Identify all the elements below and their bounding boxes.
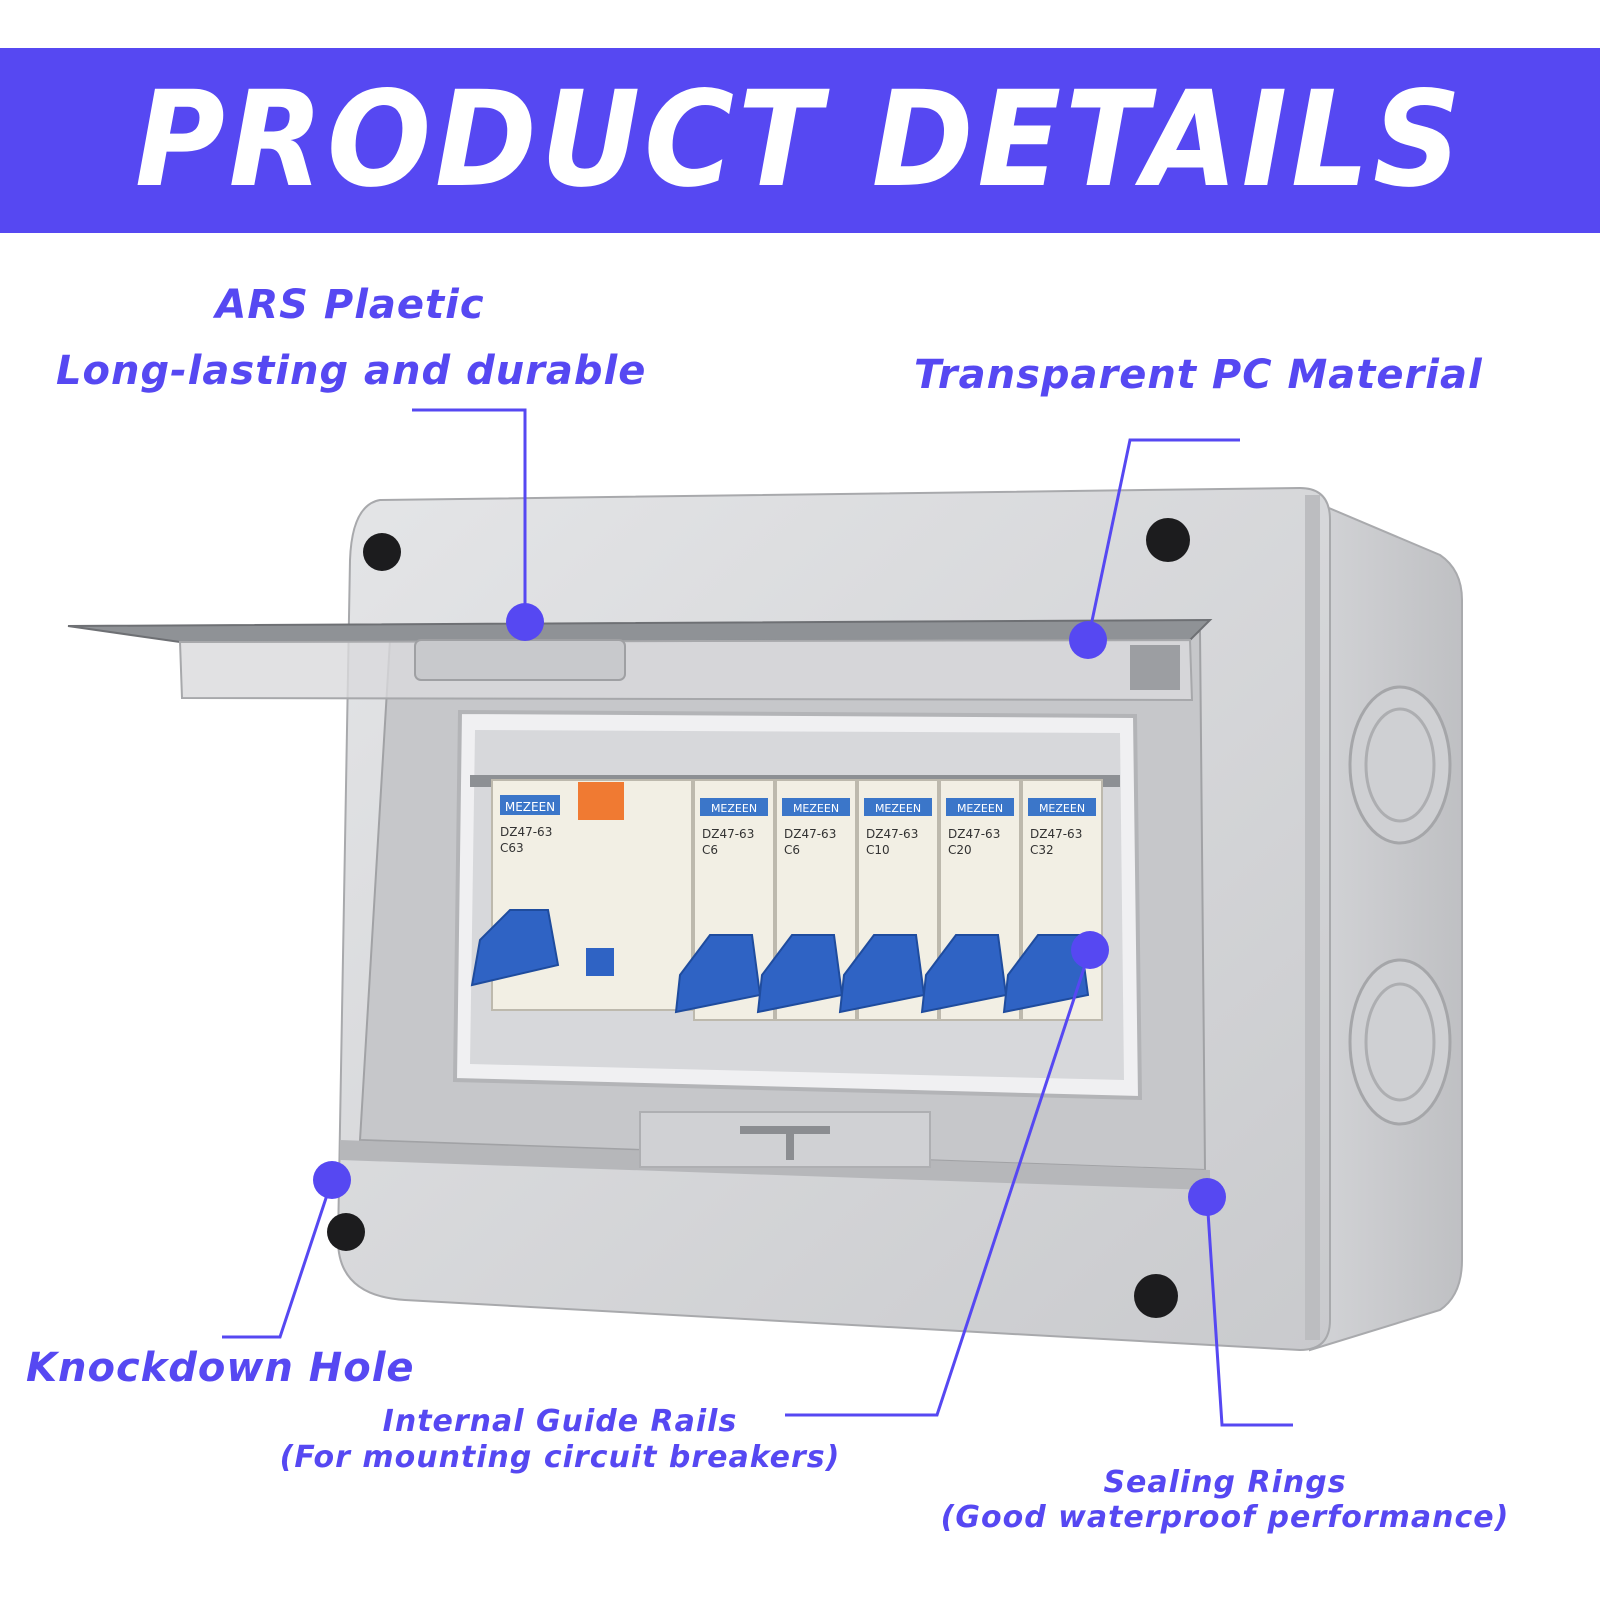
breaker-model: DZ47-63 — [1030, 827, 1082, 841]
callout-dot-icon — [313, 1161, 351, 1199]
breaker-brand-tag — [782, 798, 850, 816]
breaker-brand: MEZEEN — [711, 802, 757, 815]
callout-sealing-line2: (Good waterproof performance) — [940, 1500, 1510, 1535]
callout-line-sealing — [1205, 1196, 1293, 1427]
callout-dots — [313, 603, 1226, 1216]
breaker-rating: C6 — [702, 843, 718, 857]
breaker-row: MEZEEN DZ47-63 C63 — [470, 779, 693, 1011]
housing-side — [1309, 498, 1463, 1352]
callout-lines — [222, 408, 1293, 1427]
breaker-handle-icon — [838, 934, 926, 1014]
screw-hole-icon — [363, 533, 401, 571]
title-banner: PRODUCT DETAILS — [0, 48, 1600, 233]
breaker-rating: C6 — [784, 843, 800, 857]
breaker-brand-tag — [700, 798, 768, 816]
breaker-brand: MEZEEN — [957, 802, 1003, 815]
breaker-brand: MEZEEN — [875, 802, 921, 815]
breaker-brand: MEZEEN — [1039, 802, 1085, 815]
breaker-model: DZ47-63 — [702, 827, 754, 841]
breaker-model: DZ47-63 — [866, 827, 918, 841]
breaker-model: DZ47-63 — [784, 827, 836, 841]
breaker-handle-icon — [920, 934, 1008, 1014]
breaker-handle-icon — [674, 934, 762, 1014]
callout-dot-icon — [506, 603, 544, 641]
callout-guide-rails-line2: (For mounting circuit breakers) — [279, 1440, 841, 1475]
callout-abs-line2: Long-lasting and durable — [56, 348, 647, 394]
banner-title: PRODUCT DETAILS — [134, 63, 1466, 217]
breaker-brand-tag — [1028, 798, 1096, 816]
breaker-brand-tag — [864, 798, 932, 816]
callout-dot-icon — [1188, 1178, 1226, 1216]
breaker-rating: C63 — [500, 841, 524, 855]
breaker-handle-icon — [756, 934, 844, 1014]
callout-dot-icon — [1071, 931, 1109, 969]
callout-line-pc — [1086, 438, 1240, 641]
callout-line-abs — [412, 408, 527, 622]
callout-line-guide-rails — [785, 949, 1092, 1417]
screw-hole-icon — [1134, 1274, 1178, 1318]
callout-dot-icon — [1069, 621, 1107, 659]
breaker-model: DZ47-63 — [500, 825, 552, 839]
screw-hole-icon — [1146, 518, 1190, 562]
callout-knockdown: Knockdown Hole — [26, 1345, 415, 1391]
breaker-rating: C32 — [1030, 843, 1054, 857]
callout-pc-material: Transparent PC Material — [914, 352, 1483, 398]
breaker-module: MEZEEN DZ47-63 C63 — [470, 779, 693, 1011]
breaker-rating: C20 — [948, 843, 972, 857]
screw-holes — [327, 518, 1190, 1318]
latch-slot — [639, 1111, 931, 1168]
breaker-brand-tag — [946, 798, 1014, 816]
breaker-brand: MEZEEN — [793, 802, 839, 815]
breaker-brand: MEZEEN — [505, 800, 555, 814]
callout-abs-line1: ARS Plaetic — [215, 282, 485, 328]
breaker-model: DZ47-63 — [948, 827, 1000, 841]
callout-sealing-line1: Sealing Rings — [1103, 1465, 1347, 1500]
breaker-rating: C10 — [866, 843, 890, 857]
screw-hole-icon — [327, 1213, 365, 1251]
callout-guide-rails-line1: Internal Guide Rails — [382, 1404, 738, 1439]
transparent-lid — [67, 618, 1213, 702]
callout-line-knockdown — [222, 1179, 334, 1339]
